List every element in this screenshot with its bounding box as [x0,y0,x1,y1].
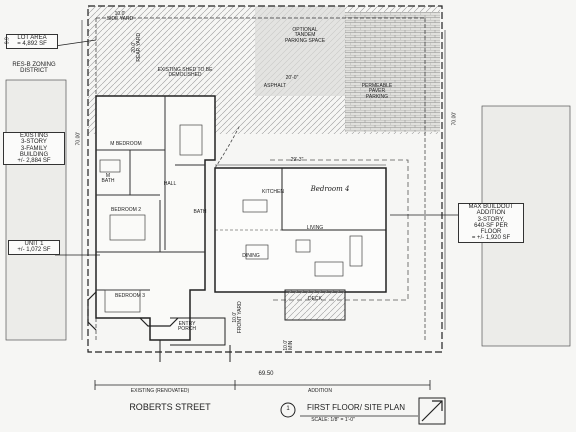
max-buildout-callout: MAX BUILDOUT ADDITION 3-STORY, 640-SF PE… [458,203,524,243]
dim-70-left: 70.00' [75,131,82,146]
existing-renovated-label: EXISTING (RENOVATED) [130,388,190,394]
scale-note: SCALE: 1/8" = 1'-0" [311,417,355,423]
tandem-parking-area [255,6,345,96]
lot-line [87,5,443,353]
bedroom3-label: BEDROOM 3 [114,293,145,299]
unit1-callout: UNIT 1 +/- 1,072 SF [8,240,60,255]
dim-20: 20'-0" [285,75,299,81]
street-label: ROBERTS STREET [129,402,211,412]
dim-top-left: 9.9 [4,37,11,45]
existing-house-outline [95,95,216,341]
existing-building-callout: EXISTING 3-STORY 3-FAMILY BUILDING +/- 2… [3,132,65,166]
bedroom4-label: Bedroom 4 [310,185,350,193]
deck-label: DECK [308,296,322,302]
master-bath-label: M BATH [101,173,115,185]
master-bedroom-label: M BEDROOM [110,141,142,147]
hall-label: HALL [163,181,177,187]
dining-label: DINING [242,253,260,259]
paver-label: PERMEABLE PAVER PARKING [361,83,393,100]
neighbor-building-left [5,79,67,341]
side-yard-label: 10.0' SIDE YARD [106,11,134,23]
plan-title: FIRST FLOOR/ SITE PLAN [306,403,406,412]
front-yard-label: 10.0' FRONT YARD [231,301,243,334]
plan-number: 1 [286,406,290,412]
addition-label: ADDITION [308,388,332,394]
bath-label: BATH [193,209,207,215]
rear-yard-label: 20.0' REAR YARD [130,32,142,62]
lot-area-callout: LOT AREA = 4,892 SF [6,34,58,49]
tandem-parking-label: OPTIONAL TANDEM PARKING SPACE [284,27,326,44]
living-label: LIVING [306,225,324,231]
dim-29: 29'-3" [290,157,304,163]
front-min-label: 10.0' MIN [282,339,294,351]
entry-porch-label: ENTRY PORCH [177,321,197,333]
zoning-note: RES-B ZONING DISTRICT [12,62,56,75]
kitchen-label: KITCHEN [262,189,284,195]
dim-bottom-label: 69.50 [258,371,274,377]
bedroom2-label: BEDROOM 2 [110,207,141,213]
dim-70-right: 70.00' [451,111,458,126]
asphalt-label: ASPHALT [263,83,287,89]
shed-note: EXISTING SHED TO BE DEMOLISHED [157,67,213,79]
deck-outline [284,289,346,321]
paver-parking-area [345,12,440,132]
